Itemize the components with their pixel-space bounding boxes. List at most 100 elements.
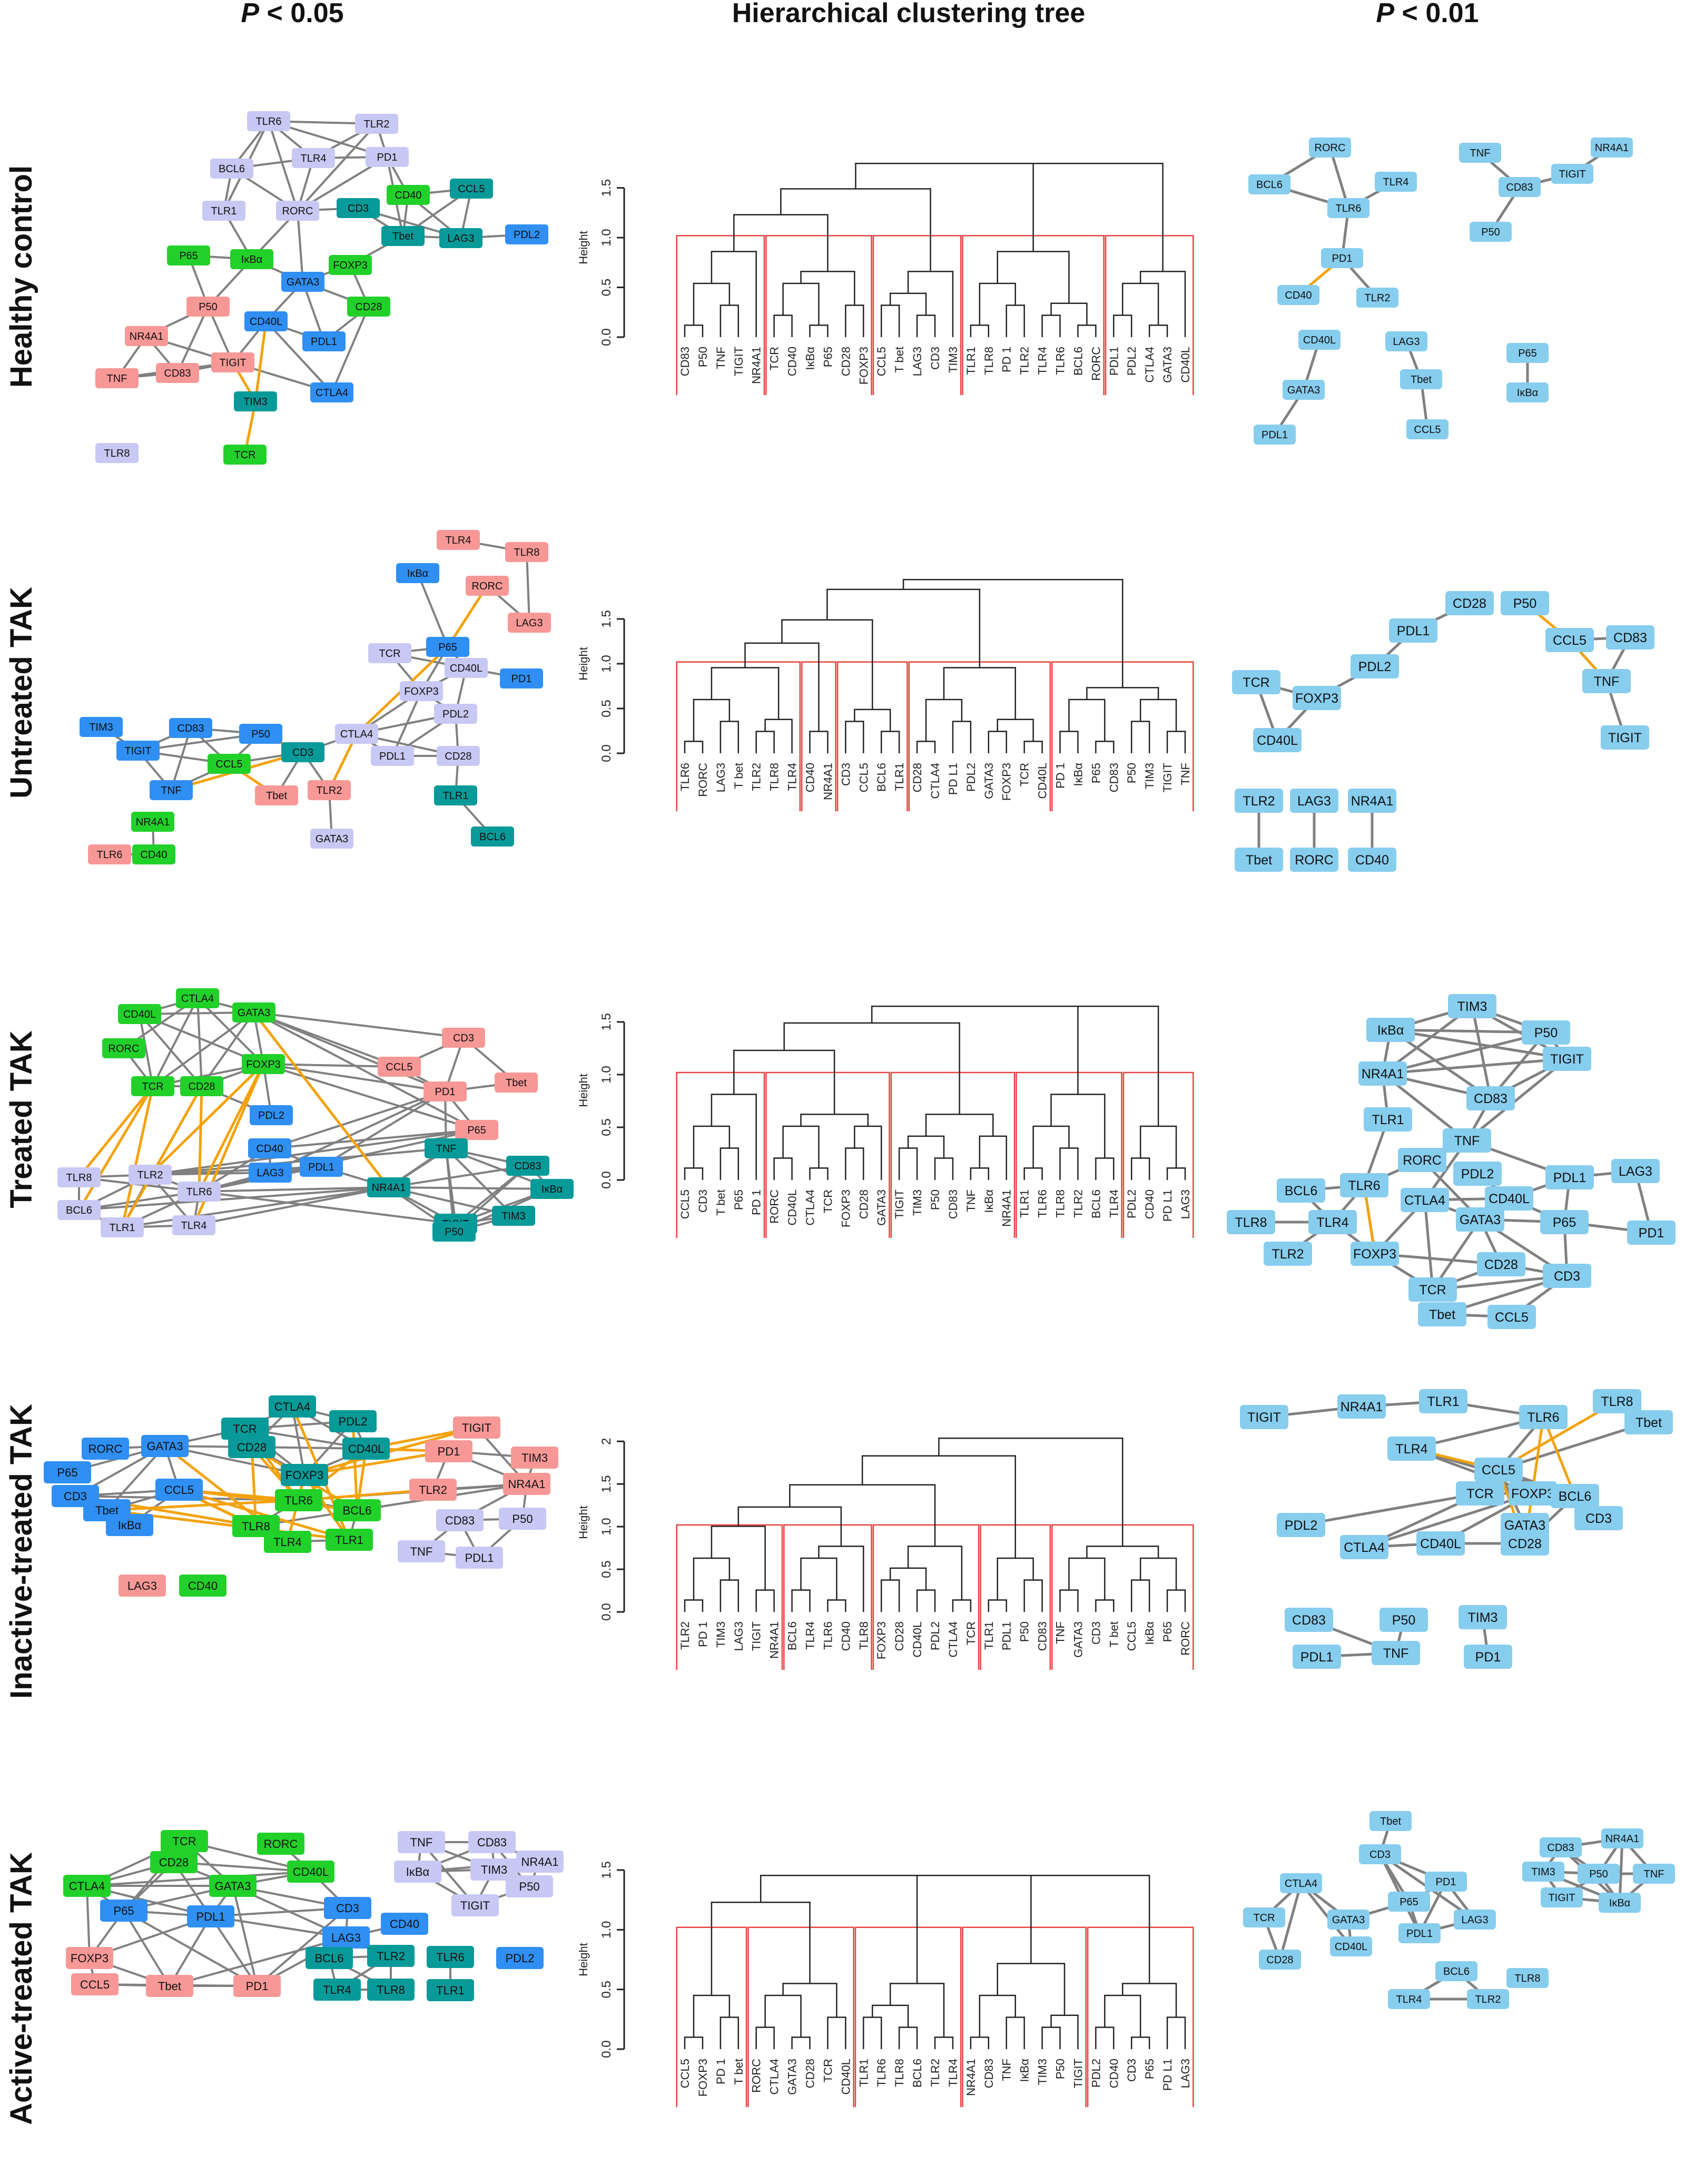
network-node: CD40L bbox=[1253, 728, 1302, 752]
dendrogram-branch bbox=[1059, 731, 1079, 753]
network-node-box bbox=[310, 829, 353, 849]
y-tick-label: 0.5 bbox=[599, 279, 614, 296]
network-node-label: PDL1 bbox=[1406, 1928, 1433, 1940]
dendrogram-branch bbox=[684, 741, 704, 753]
network-node-box bbox=[247, 111, 290, 131]
network-node-box bbox=[210, 159, 253, 179]
leaf-label: CD28 bbox=[893, 1621, 906, 1651]
network-node-box bbox=[230, 249, 273, 269]
network-node-box bbox=[329, 1410, 377, 1432]
leaf-label: CD40 bbox=[839, 1621, 852, 1651]
cluster-box bbox=[854, 1926, 962, 2107]
network-node-label: PDL2 bbox=[1461, 1167, 1494, 1182]
network-node-label: TLR8 bbox=[1601, 1394, 1633, 1409]
network-node-box bbox=[1248, 174, 1290, 194]
network-node-label: PDL2 bbox=[1285, 1518, 1318, 1533]
dendrogram-branch bbox=[1166, 1167, 1186, 1180]
dendrogram-branch bbox=[916, 314, 936, 337]
network-node-label: NR4A1 bbox=[1351, 794, 1394, 809]
network-node: TIGIT bbox=[1541, 1887, 1583, 1907]
dendrogram-branch bbox=[1166, 1589, 1186, 1612]
network-node-box bbox=[400, 681, 443, 701]
network-node-label: P50 bbox=[519, 1880, 539, 1893]
dendrogram-branch bbox=[1068, 1557, 1106, 1600]
network-node: TLR4 bbox=[1387, 1437, 1436, 1461]
dendrogram-branch bbox=[1023, 1167, 1043, 1180]
network-node: TIM3 bbox=[470, 1858, 518, 1881]
network-node: IκBα bbox=[1599, 1893, 1641, 1913]
dendrogram-branch bbox=[827, 2016, 846, 2049]
leaf-label: TCR bbox=[1018, 763, 1031, 786]
y-axis-title: Height bbox=[577, 1074, 590, 1107]
leaf-label: TIM3 bbox=[1036, 2059, 1049, 2085]
network-node: TLR6 bbox=[427, 1946, 474, 1968]
network-node-label: Tbet bbox=[1411, 374, 1432, 386]
network-node-box bbox=[516, 1851, 564, 1873]
network-node-box bbox=[1519, 1405, 1568, 1429]
network-node-label: P65 bbox=[179, 250, 198, 262]
network-node: PDL2 bbox=[1453, 1162, 1502, 1186]
network-node-label: GATA3 bbox=[1460, 1213, 1501, 1227]
network-node-box bbox=[129, 1165, 172, 1185]
network-node: TNF bbox=[425, 1138, 468, 1158]
network-node-label: P50 bbox=[1392, 1613, 1415, 1628]
network-node-label: CD3 bbox=[1585, 1511, 1612, 1526]
network-node-label: Tbet bbox=[1429, 1307, 1455, 1322]
leaf-label: TLR4 bbox=[1107, 1189, 1120, 1218]
dendrogram-branch bbox=[1086, 1546, 1159, 1558]
network-node-label: IκBα bbox=[406, 1865, 430, 1878]
dendrogram-branch bbox=[1130, 721, 1150, 753]
network-node: CD40 bbox=[387, 185, 430, 205]
network-node-label: NR4A1 bbox=[1362, 1067, 1404, 1081]
network-node-label: PDL1 bbox=[1553, 1170, 1587, 1185]
network-node-box bbox=[1232, 670, 1280, 694]
y-axis-title: Height bbox=[577, 231, 590, 264]
cluster-box bbox=[676, 1071, 765, 1238]
network-node: LAG3 bbox=[1454, 1910, 1496, 1930]
cluster-box bbox=[747, 1926, 854, 2107]
network-node-label: PDL1 bbox=[379, 751, 406, 762]
network-node-box bbox=[335, 724, 378, 744]
network-node-box bbox=[1574, 1506, 1623, 1530]
network-node-box bbox=[1364, 1107, 1412, 1132]
network-edge bbox=[1364, 1492, 1533, 1549]
dendrogram-branch bbox=[781, 619, 873, 710]
network-node-label: PD1 bbox=[246, 1980, 269, 1993]
network-node-label: IκBα bbox=[241, 254, 262, 265]
network-node: CCL5 bbox=[208, 754, 251, 774]
network-node: Tbet bbox=[146, 1975, 193, 1997]
network-node-box bbox=[437, 530, 480, 550]
network-node-box bbox=[445, 658, 488, 678]
leaf-label: LAG3 bbox=[732, 1621, 745, 1651]
network-edge bbox=[291, 1406, 306, 1475]
dendrogram-branch bbox=[970, 2037, 990, 2049]
network-node-box bbox=[292, 148, 335, 168]
network-node: NR4A1 bbox=[1358, 1061, 1407, 1086]
network-node-label: CD28 bbox=[445, 751, 471, 762]
row-label: Healthy control bbox=[4, 165, 38, 388]
network-edge bbox=[196, 998, 203, 1087]
network-node-box bbox=[1298, 330, 1341, 350]
network-node-box bbox=[1522, 1020, 1570, 1045]
network-node-box bbox=[1456, 1207, 1504, 1232]
network-node: TLR8 bbox=[1506, 1968, 1549, 1988]
network-node: TIGIT bbox=[1551, 164, 1593, 184]
network-node: CTLA4 bbox=[1280, 1873, 1322, 1893]
dendrogram-branch bbox=[871, 1005, 1079, 1095]
leaf-label: PD 1 bbox=[750, 1189, 763, 1215]
network-node: GATA3 bbox=[1456, 1207, 1504, 1232]
network-node: CD28 bbox=[1477, 1252, 1525, 1276]
network-node-label: RORC bbox=[1315, 142, 1346, 154]
leaf-label: T bet bbox=[732, 763, 745, 789]
dendrogram-branch bbox=[1050, 2014, 1079, 2049]
network-node: PDL2 bbox=[329, 1410, 377, 1432]
dendrogram-branch bbox=[809, 731, 829, 753]
network-node-label: TLR6 bbox=[186, 1186, 212, 1198]
network-node: GATA3 bbox=[232, 1002, 275, 1022]
leaf-label: TNF bbox=[1054, 1621, 1067, 1644]
network-node: TLR2 bbox=[355, 114, 398, 134]
network-node-label: RORC bbox=[1295, 853, 1334, 868]
leaf-label: TIM3 bbox=[947, 347, 960, 373]
network-node-label: PDL1 bbox=[1300, 1650, 1334, 1665]
